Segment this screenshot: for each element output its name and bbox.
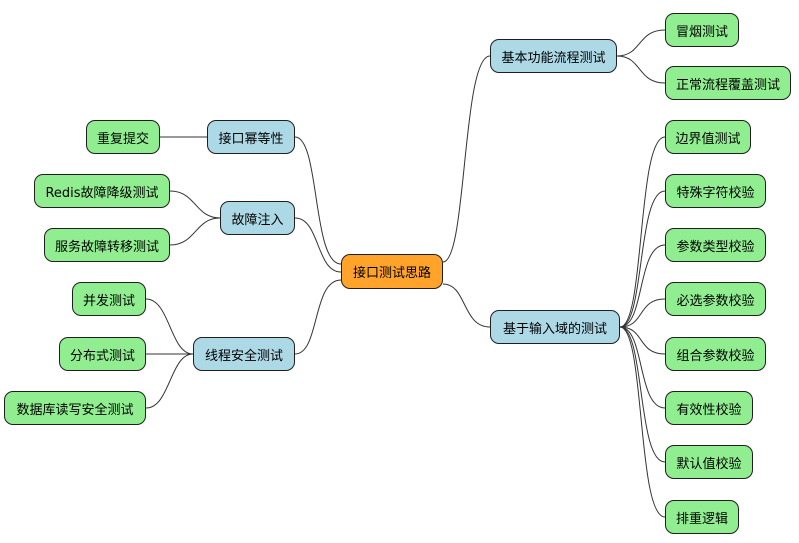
edge-fault-redis xyxy=(169,190,221,219)
leaf-concurrency-test[interactable]: 并发测试 xyxy=(72,282,146,316)
leaf-dedup-logic[interactable]: 排重逻辑 xyxy=(665,500,739,534)
leaf-boundary-test[interactable]: 边界值测试 xyxy=(665,120,751,154)
edge-root-fault-injection xyxy=(294,217,342,273)
leaf-special-chars[interactable]: 特殊字符校验 xyxy=(665,174,766,208)
leaf-validity[interactable]: 有效性校验 xyxy=(665,391,753,425)
edge-root-basic-flow xyxy=(442,55,491,263)
edge-root-idempotency xyxy=(294,136,342,265)
leaf-required-param[interactable]: 必选参数校验 xyxy=(665,282,766,316)
branch-basic-flow[interactable]: 基本功能流程测试 xyxy=(490,39,617,73)
edge-input-validity xyxy=(619,326,666,409)
leaf-smoke-test[interactable]: 冒烟测试 xyxy=(665,13,739,47)
branch-thread-safety[interactable]: 线程安全测试 xyxy=(193,337,295,371)
leaf-normal-flow-test[interactable]: 正常流程覆盖测试 xyxy=(665,66,791,100)
edge-fault-failover xyxy=(169,217,221,246)
root-node[interactable]: 接口测试思路 xyxy=(341,254,443,289)
edge-input-default xyxy=(619,326,666,463)
edge-input-logic xyxy=(619,326,666,518)
edge-input-required xyxy=(619,298,666,328)
edge-basic-flow-normal xyxy=(616,55,666,84)
edge-basic-flow-smoke xyxy=(616,29,666,57)
branch-idempotency[interactable]: 接口幂等性 xyxy=(207,120,295,154)
leaf-db-rw-safety[interactable]: 数据库读写安全测试 xyxy=(4,391,146,425)
edge-input-combo xyxy=(619,326,666,355)
leaf-param-type[interactable]: 参数类型校验 xyxy=(665,228,766,262)
branch-fault-injection[interactable]: 故障注入 xyxy=(220,201,295,235)
leaf-redis-degrade[interactable]: Redis故障降级测试 xyxy=(34,174,170,208)
edge-thread-db xyxy=(145,353,194,409)
edge-root-thread-safety xyxy=(294,279,342,355)
leaf-service-failover[interactable]: 服务故障转移测试 xyxy=(44,228,170,262)
edge-input-boundary xyxy=(619,136,666,328)
leaf-default-value[interactable]: 默认值校验 xyxy=(665,445,753,479)
leaf-repeat-submit[interactable]: 重复提交 xyxy=(86,120,160,154)
edge-thread-concurrency xyxy=(145,298,194,355)
edge-input-param-type xyxy=(619,244,666,328)
branch-input-domain[interactable]: 基于输入域的测试 xyxy=(490,310,620,344)
edge-root-input-domain xyxy=(442,283,491,328)
edge-input-special-chars xyxy=(619,190,666,328)
leaf-combo-param[interactable]: 组合参数校验 xyxy=(665,337,766,371)
leaf-distributed-test[interactable]: 分布式测试 xyxy=(59,337,146,371)
